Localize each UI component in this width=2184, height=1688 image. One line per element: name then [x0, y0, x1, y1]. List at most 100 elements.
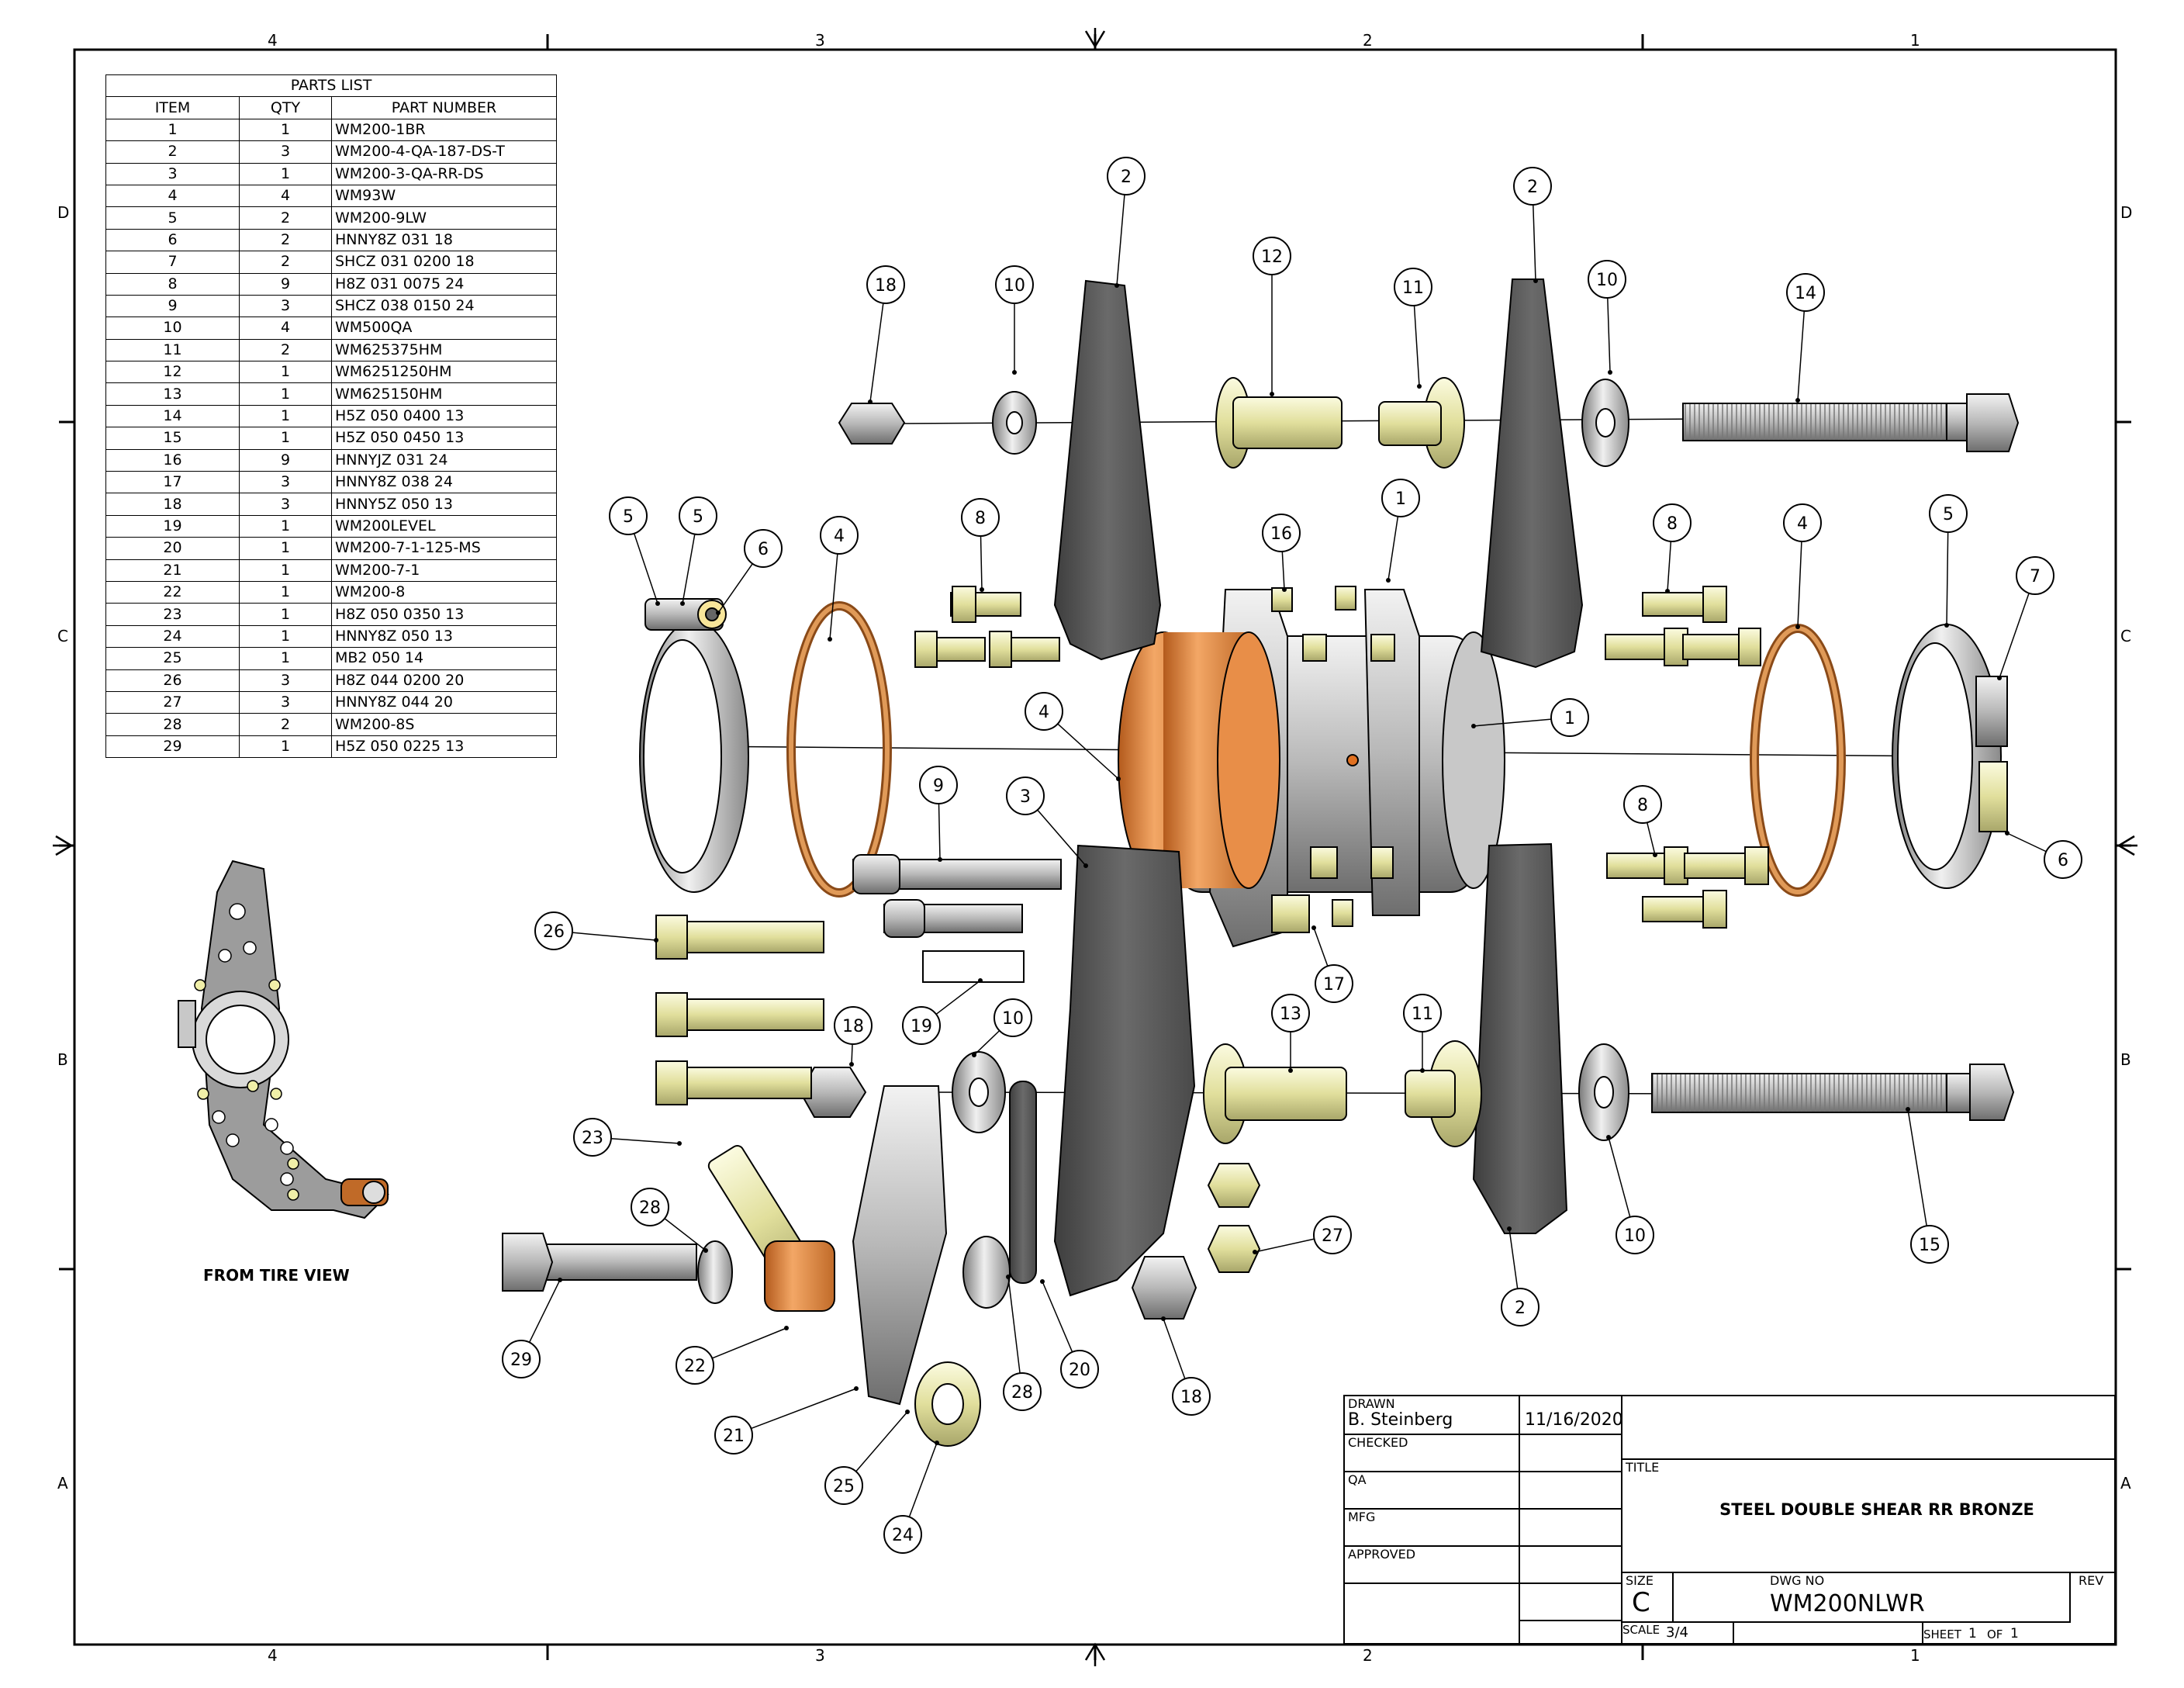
leader-line — [855, 1411, 908, 1472]
leader-arrowhead — [1606, 1135, 1611, 1140]
zone-row-a-right: A — [2120, 1474, 2131, 1493]
qty-cell: 1 — [239, 382, 332, 406]
part-number-cell: H8Z 044 0200 20 — [331, 669, 557, 692]
leader-line — [1473, 718, 1552, 727]
balloon-circle — [744, 529, 783, 568]
balloon-circle — [1588, 260, 1626, 299]
leader-arrowhead — [849, 1062, 854, 1067]
leader-line — [528, 1279, 561, 1343]
item-cell: 15 — [105, 427, 240, 450]
leader-line — [1907, 1109, 1927, 1226]
leader-line — [869, 303, 884, 403]
leader-line — [664, 1218, 707, 1251]
sheet-label: SHEET — [1923, 1627, 1961, 1641]
balloon-circle — [1910, 1225, 1949, 1264]
leader-arrowhead — [1083, 863, 1088, 868]
balloon-5: 5 — [609, 496, 660, 606]
part-number-cell: HNNYJZ 031 24 — [331, 448, 557, 472]
leader-arrowhead — [1006, 1275, 1011, 1279]
zone-col-3-top: 3 — [815, 31, 825, 50]
balloon-24: 24 — [883, 1441, 939, 1554]
item-cell: 21 — [105, 559, 240, 582]
balloon-circle — [1315, 964, 1353, 1003]
qty-cell: 2 — [239, 338, 332, 362]
balloon-number: 8 — [1667, 514, 1678, 534]
zone-col-1-top: 1 — [1910, 31, 1920, 50]
item-cell: 2 — [105, 140, 240, 164]
leader-arrowhead — [558, 1278, 562, 1282]
qty-cell: 4 — [239, 184, 332, 208]
balloon-19: 19 — [902, 978, 983, 1045]
balloon-7: 7 — [1997, 556, 2054, 680]
balloon-number: 3 — [1020, 787, 1031, 807]
balloon-12: 12 — [1253, 237, 1291, 396]
exploded-assembly — [502, 278, 2020, 1447]
leader-arrowhead — [1507, 1226, 1512, 1231]
balloon-number: 2 — [1121, 168, 1132, 187]
balloon-number: 23 — [582, 1129, 603, 1148]
plate-2-lower — [1472, 842, 1568, 1234]
leader-arrowhead — [1997, 676, 2002, 680]
leader-line — [1508, 1228, 1519, 1289]
balloon-number: 5 — [623, 507, 634, 527]
item-cell: 9 — [105, 294, 240, 318]
drawing-title: STEEL DOUBLE SHEAR RR BRONZE — [1719, 1500, 2034, 1519]
balloon-circle — [1271, 994, 1310, 1033]
balloon-circle — [534, 911, 573, 950]
balloon-number: 14 — [1795, 284, 1816, 303]
balloon-number: 9 — [933, 777, 944, 796]
balloon-circle — [824, 1466, 863, 1505]
balloon-4: 4 — [1783, 503, 1822, 629]
qty-cell: 1 — [239, 427, 332, 450]
balloon-5: 5 — [679, 496, 717, 606]
item-cell: 1 — [105, 118, 240, 142]
balloon-circle — [902, 1006, 941, 1045]
balloon-circle — [1623, 785, 1662, 824]
leader-line — [1254, 1238, 1315, 1253]
balloon-circle — [1313, 1216, 1352, 1254]
item-cell: 25 — [105, 647, 240, 670]
leader-arrowhead — [905, 1410, 910, 1414]
qty-cell: 1 — [239, 603, 332, 626]
leader-arrowhead — [1906, 1107, 1910, 1112]
balloon-circle — [1783, 503, 1822, 542]
balloon-circle — [573, 1118, 612, 1157]
leader-arrowhead — [1253, 1250, 1257, 1254]
leader-arrowhead — [1420, 1068, 1425, 1073]
qty-cell: 2 — [239, 251, 332, 274]
leader-arrowhead — [1161, 1316, 1166, 1321]
zone-col-2-bottom: 2 — [1363, 1646, 1373, 1665]
balloon-circle — [631, 1188, 669, 1226]
balloon-4: 4 — [820, 516, 859, 642]
balloon-10: 10 — [1606, 1135, 1654, 1254]
balloon-10: 10 — [1588, 260, 1626, 375]
balloon-circle — [679, 496, 717, 535]
leader-arrowhead — [1795, 398, 1800, 403]
item-cell: 8 — [105, 272, 240, 296]
size-label: SIZE — [1626, 1573, 1654, 1588]
part-number-cell: WM500QA — [331, 316, 557, 340]
balloon-number: 25 — [833, 1477, 855, 1496]
balloon-circle — [1172, 1377, 1211, 1416]
item-cell: 17 — [105, 471, 240, 494]
part-number-cell: WM200-4-QA-187-DS-T — [331, 140, 557, 164]
leader-line — [1163, 1318, 1186, 1379]
balloon-number: 11 — [1412, 1005, 1433, 1024]
qty-cell: 2 — [239, 228, 332, 252]
leader-line — [1946, 531, 1949, 626]
part-number-cell: WM200-1BR — [331, 118, 557, 142]
qty-cell: 2 — [239, 206, 332, 230]
socket-bolts — [502, 854, 1062, 1292]
leader-line — [980, 535, 983, 590]
leader-arrowhead — [1417, 384, 1422, 389]
nuts-17-27-18 — [962, 1163, 1261, 1320]
balloon-number: 11 — [1402, 278, 1424, 298]
item-cell: 10 — [105, 316, 240, 340]
